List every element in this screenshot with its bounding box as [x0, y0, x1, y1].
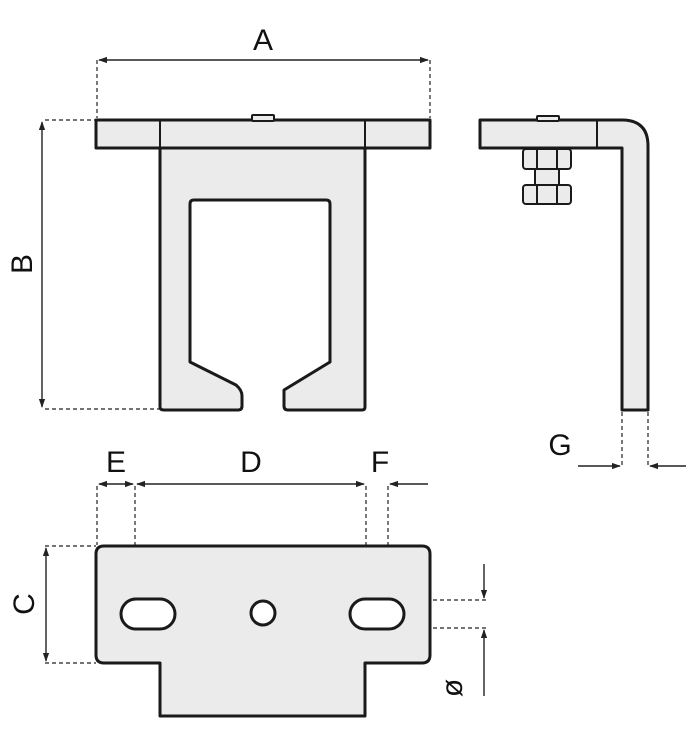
hanger-body — [158, 146, 367, 412]
mounting-plate — [94, 118, 432, 150]
side-profile — [478, 118, 650, 412]
dimension-label-diameter: ø — [436, 679, 469, 697]
dimension-label-d: D — [240, 446, 262, 479]
slot-left — [119, 597, 177, 631]
top-view: E D F C ø — [8, 446, 488, 718]
upper-nut — [522, 148, 572, 170]
dimension-label-f: F — [371, 446, 389, 479]
dimension-label-c: C — [8, 593, 41, 615]
dimension-label-g: G — [548, 429, 571, 462]
bolt-head — [251, 114, 275, 122]
lower-nut — [522, 184, 572, 205]
bolt-thread — [534, 168, 560, 186]
dimension-label-e: E — [106, 446, 126, 479]
slot-right — [348, 597, 406, 631]
dimension-label-a: A — [253, 24, 273, 57]
front-view: A B — [6, 24, 432, 412]
side-view: G — [478, 115, 686, 470]
dimension-label-b: B — [6, 254, 39, 274]
plate-top-outline — [94, 544, 432, 718]
center-hole — [249, 599, 277, 627]
bolt-head-side — [536, 115, 560, 122]
